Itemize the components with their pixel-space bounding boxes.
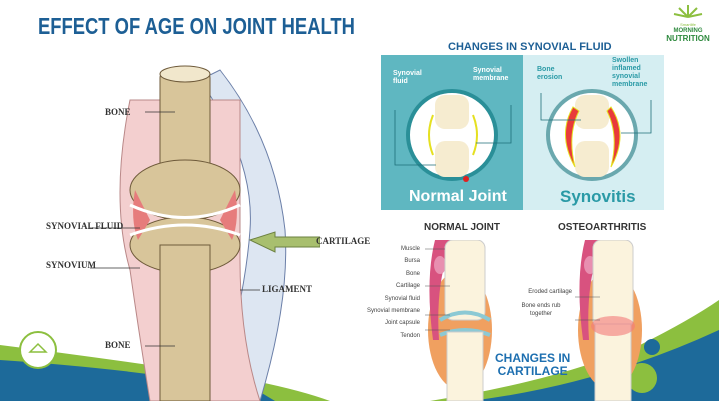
label-synovial-fluid-small: Synovial fluid — [384, 295, 420, 302]
label-bone: Bone — [405, 270, 420, 277]
label-joint-capsule: Joint capsule — [384, 320, 420, 327]
normal-joint-title: Normal Joint — [409, 188, 507, 205]
logo-line2: NUTRITION — [666, 34, 710, 44]
label-bursa: Bursa — [404, 258, 420, 265]
synovial-membrane-label: Synovial membrane — [473, 67, 509, 82]
synovitis-title: Synovitis — [560, 187, 636, 206]
logo: Smartlife MORNING NUTRITION — [660, 4, 716, 44]
label-muscle: Muscle — [400, 246, 420, 252]
bone-erosion-label: Bone erosion — [537, 66, 563, 81]
label-cartilage-small: Cartilage — [395, 283, 420, 290]
osteoarthritis-heading: OSTEOARTHRITIS — [558, 222, 647, 233]
label-ligament: LIGAMENT — [262, 284, 313, 294]
sunburst-logo-icon — [673, 5, 703, 18]
label-eroded-cartilage: Eroded cartilage — [528, 289, 572, 295]
cartilage-illustrations — [425, 240, 642, 401]
normal-joint-heading: NORMAL JOINT — [424, 222, 500, 233]
label-synovial-membrane: Synovial membrane — [366, 308, 420, 315]
synovial-fluid-label: Synovial fluid — [393, 70, 422, 85]
label-tendon: Tendon — [400, 332, 420, 339]
label-cartilage: CARTILAGE — [316, 236, 371, 246]
logo-tag: Smartlife — [680, 22, 696, 27]
page-title: EFFECT OF AGE ON JOINT HEALTH — [38, 13, 355, 39]
label-bone-bottom: BONE — [105, 340, 131, 350]
label-synovial-fluid: SYNOVIAL FLUID — [46, 221, 124, 231]
swollen-membrane-label: Swollen inflamed synovial membrane — [612, 57, 648, 88]
logo-line1: MORNING — [673, 27, 703, 34]
label-bone-ends-rub: Bone ends rub together — [521, 303, 561, 317]
synovial-illustrations — [394, 89, 652, 182]
knee-joint-illustration — [90, 65, 320, 401]
label-bone-top: BONE — [105, 107, 131, 117]
label-synovium: SYNOVIUM — [46, 260, 97, 270]
synovial-heading: CHANGES IN SYNOVIAL FLUID — [448, 41, 612, 53]
